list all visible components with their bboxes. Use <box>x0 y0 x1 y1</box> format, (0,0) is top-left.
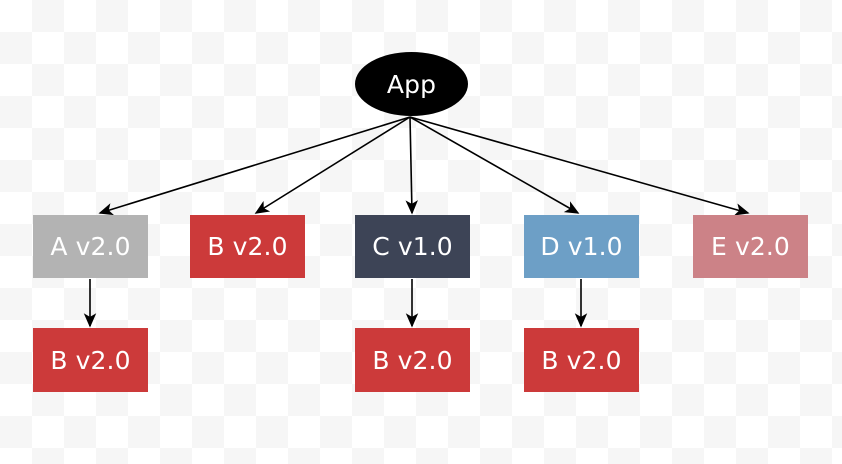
node-label: App <box>386 69 437 99</box>
package-node-b2a[interactable]: B v2.0 <box>33 328 148 392</box>
root-node-root[interactable]: App <box>355 52 468 116</box>
package-node-c1[interactable]: C v1.0 <box>355 215 470 278</box>
node-label: C v1.0 <box>372 232 453 261</box>
edge-root-to-b1 <box>254 116 411 214</box>
package-node-b2c[interactable]: B v2.0 <box>355 328 470 392</box>
package-node-d1[interactable]: D v1.0 <box>524 215 639 278</box>
edge-root-to-e1 <box>409 116 750 216</box>
node-label: B v2.0 <box>50 345 131 375</box>
package-node-b2d[interactable]: B v2.0 <box>524 328 639 392</box>
package-node-b1[interactable]: B v2.0 <box>190 215 305 278</box>
node-label: B v2.0 <box>541 345 622 375</box>
node-label: B v2.0 <box>207 232 288 261</box>
node-label: B v2.0 <box>372 345 453 375</box>
edge-root-to-d1 <box>409 116 580 214</box>
package-node-e1[interactable]: E v2.0 <box>693 215 808 278</box>
edge-root-to-c1 <box>405 116 418 215</box>
edge-root-to-a1 <box>98 116 411 216</box>
package-node-a1[interactable]: A v2.0 <box>33 215 148 278</box>
node-label: E v2.0 <box>711 232 790 261</box>
node-label: D v1.0 <box>540 232 623 261</box>
node-label: A v2.0 <box>50 232 131 261</box>
